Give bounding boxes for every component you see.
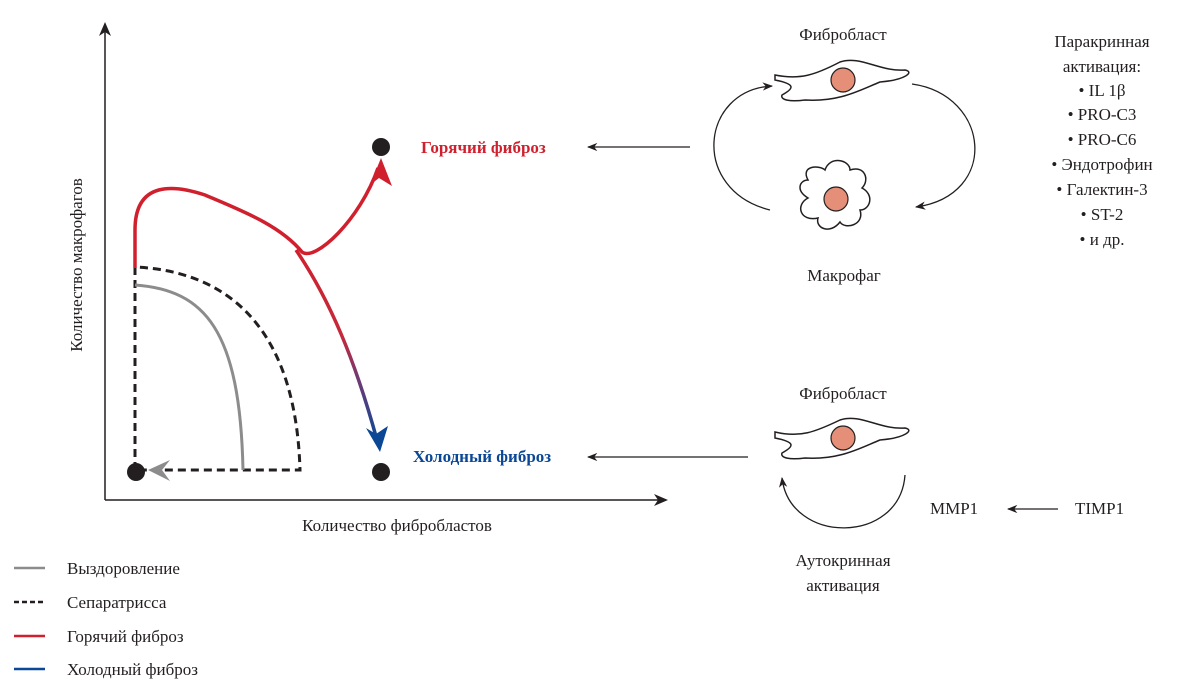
y-axis-arrow-icon bbox=[99, 22, 111, 36]
legend-label: Холодный фиброз bbox=[67, 660, 198, 679]
origin-point bbox=[127, 463, 145, 481]
factor-item: • и др. bbox=[1080, 230, 1125, 249]
macrophage-label: Макрофаг bbox=[807, 266, 880, 285]
hot-fibrosis-label: Горячий фиброз bbox=[421, 138, 546, 157]
legend-label: Горячий фиброз bbox=[67, 627, 184, 646]
cold-fibrosis-label: Холодный фиброз bbox=[413, 447, 551, 466]
autocrine-arrow bbox=[778, 474, 906, 529]
factor-item: • PRO-C3 bbox=[1068, 105, 1137, 124]
fibroblast-cell-icon bbox=[774, 59, 910, 102]
legend: Выздоровление Сепаратрисса Горячий фибро… bbox=[14, 559, 198, 679]
autocrine-title-line1: Аутокринная bbox=[795, 551, 890, 570]
cold-fibrosis-trajectory bbox=[294, 249, 379, 441]
fibroblast-cell-icon bbox=[774, 417, 910, 460]
hot-state-point bbox=[372, 138, 390, 156]
phase-plot: Количество фибробластов Количество макро… bbox=[67, 22, 668, 535]
hot-arrow-icon bbox=[370, 158, 392, 186]
paracrine-title-line2: активация: bbox=[1063, 57, 1141, 76]
recovery-arrow-icon bbox=[148, 460, 170, 481]
factor-item: • PRO-C6 bbox=[1068, 130, 1137, 149]
paracrine-loop: Фибробласт Макрофаг bbox=[713, 25, 976, 285]
timp1-label: TIMP1 bbox=[1075, 499, 1124, 518]
y-axis-label: Количество макрофагов bbox=[67, 178, 86, 352]
hot-fibrosis-trajectory bbox=[133, 167, 380, 268]
legend-label: Выздоровление bbox=[67, 559, 180, 578]
autocrine-loop: Фибробласт Аутокринная активация MMP1 TI… bbox=[774, 384, 1124, 595]
fibroblast-to-macrophage-arrow bbox=[911, 83, 976, 210]
legend-label: Сепаратрисса bbox=[67, 593, 167, 612]
paracrine-fibroblast-label: Фибробласт bbox=[799, 25, 887, 44]
x-axis-label: Количество фибробластов bbox=[302, 516, 492, 535]
factor-item: • Галектин-3 bbox=[1056, 180, 1147, 199]
mmp1-label: MMP1 bbox=[930, 499, 978, 518]
factor-item: • Эндотрофин bbox=[1051, 155, 1152, 174]
paracrine-title-line1: Паракринная bbox=[1054, 32, 1149, 51]
separatrix-line bbox=[133, 265, 302, 472]
recovery-line bbox=[134, 283, 245, 471]
factor-item: • IL 1β bbox=[1078, 81, 1125, 100]
autocrine-fibroblast-label: Фибробласт bbox=[799, 384, 887, 403]
autocrine-title-line2: активация bbox=[806, 576, 880, 595]
x-axis-arrow-icon bbox=[654, 494, 668, 506]
macrophage-cell-icon bbox=[799, 159, 871, 230]
cold-state-point bbox=[372, 463, 390, 481]
factor-item: • ST-2 bbox=[1081, 205, 1124, 224]
paracrine-factors: Паракринная активация: • IL 1β • PRO-C3 … bbox=[1051, 32, 1152, 249]
macrophage-to-fibroblast-arrow bbox=[713, 82, 774, 211]
cold-arrow-icon bbox=[366, 426, 388, 452]
